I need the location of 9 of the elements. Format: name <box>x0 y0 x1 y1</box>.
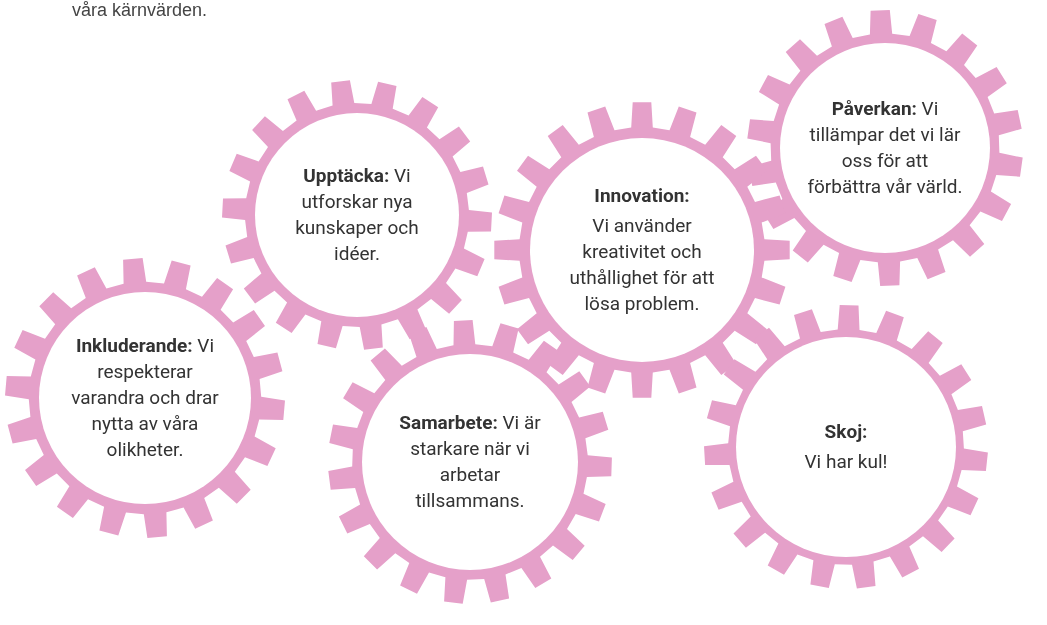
intro-text: våra kärnvärden. <box>72 0 208 20</box>
gear-text: Samarbete: Vi är starkare när vi arbetar tillsammans. <box>398 410 542 514</box>
gear-text: Upptäcka: Vi utforskar nya kunskaper och idéer. <box>294 163 420 267</box>
gear-heading: Skoj: <box>824 419 868 445</box>
gear-text: Vi använder kreativitet och uthållighet för att lösa problem. <box>568 213 716 317</box>
gear-text: Påverkan: Vi tillämpar det vi lär oss för att förbättra vår värld. <box>806 96 964 200</box>
gear-heading: Innovation: <box>594 183 690 209</box>
gear-text: Vi har kul! <box>804 449 888 475</box>
gear-text: Inkluderande: Vi respekterar varandra och drar nytta av våra olikheter. <box>70 333 220 463</box>
